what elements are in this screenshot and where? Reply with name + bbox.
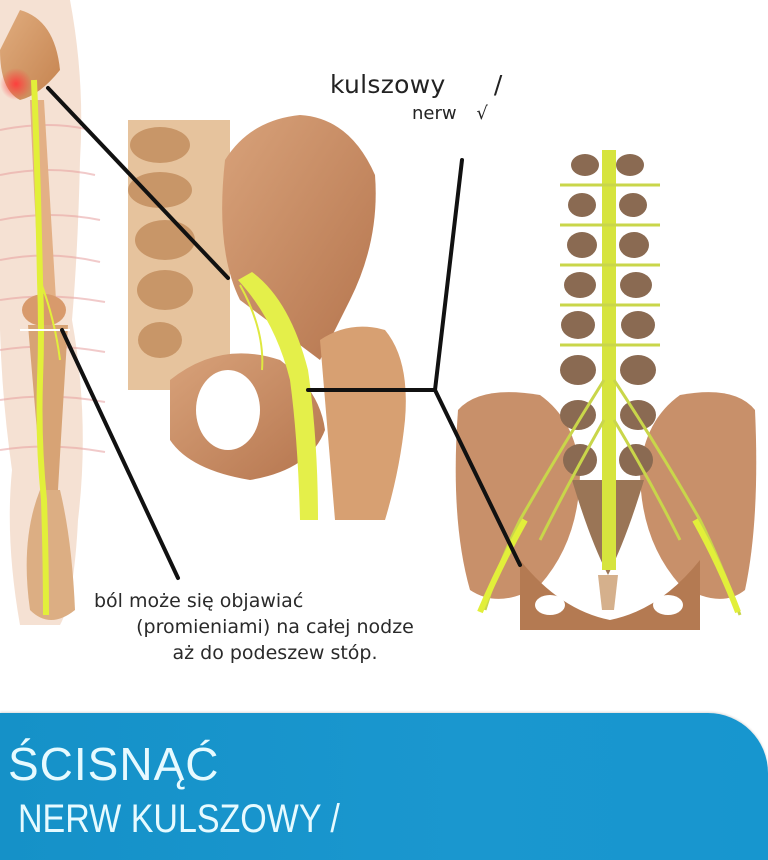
title-banner: ŚCISNĄĆ NERW KULSZOWY / xyxy=(0,713,768,860)
nerve-label-word: nerw xyxy=(412,103,457,124)
pointer-lines xyxy=(46,86,522,580)
nerve-label-nerw: nerw √ xyxy=(412,103,488,124)
leg-nerve-illustration xyxy=(0,0,106,625)
spine-pelvis-illustration xyxy=(455,150,757,630)
banner-title: ŚCISNĄĆ xyxy=(8,738,220,790)
nerve-label-word: kulszowy xyxy=(330,70,446,99)
nerve-label-kulszowy: kulszowy / xyxy=(330,70,503,99)
hip-pelvis-illustration xyxy=(128,115,406,520)
caption-line-1: ból może się objawiać xyxy=(94,590,304,612)
caption-line-2: (promieniami) na całej nodze xyxy=(136,616,414,638)
nerve-label-mark: / xyxy=(493,70,503,99)
nerve-label-mark: √ xyxy=(476,103,488,124)
pain-caption: ból może się objawiać (promieniami) na c… xyxy=(90,588,460,666)
banner-subtitle: NERW KULSZOWY / xyxy=(18,797,340,841)
caption-line-3: aż do podeszew stóp. xyxy=(172,642,378,664)
